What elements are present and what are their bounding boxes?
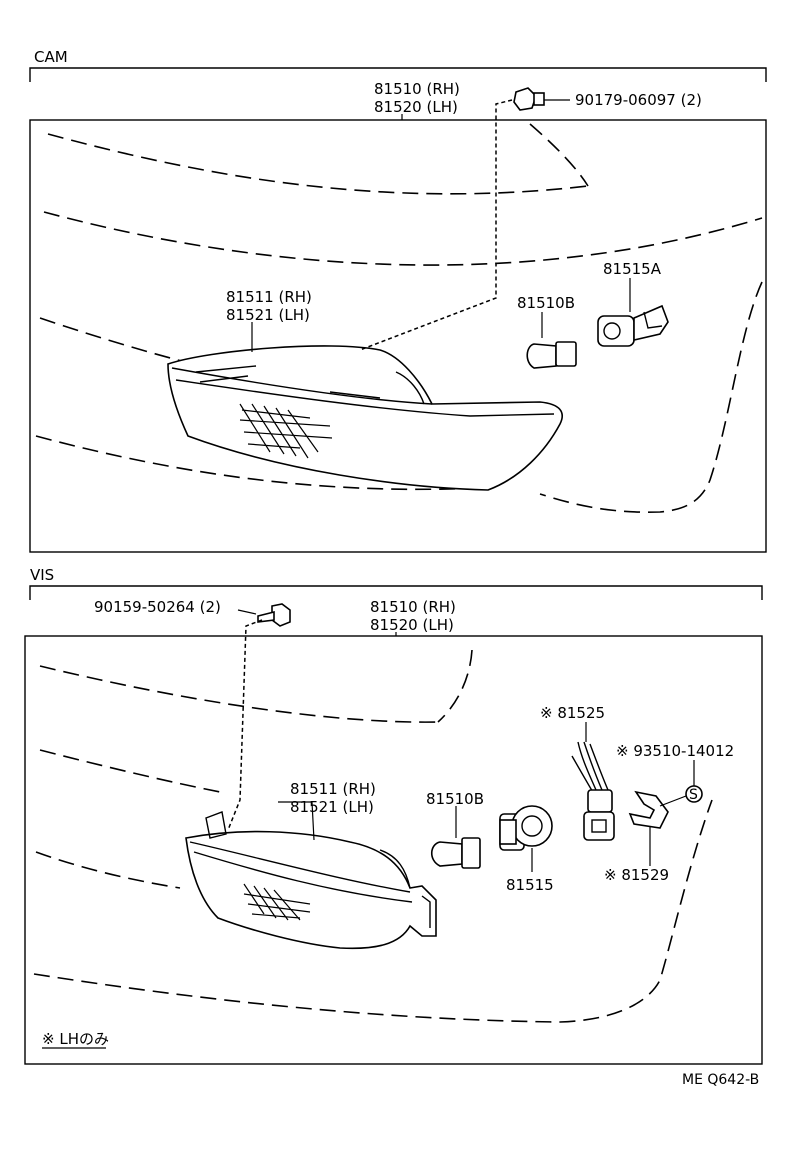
vis-lens-rh-label: 81511 (RH) [290, 780, 376, 798]
figure-code: ME Q642-B [682, 1072, 759, 1088]
vis-lens-lh-label: 81521 (LH) [290, 798, 374, 816]
cam-section-title: CAM [34, 48, 68, 66]
cam-socket-label: 81515A [603, 260, 662, 278]
vis-grommet-icon: S [685, 785, 703, 803]
vis-screw-icon [257, 603, 291, 627]
vis-clip-label: ※ 81529 [604, 866, 669, 884]
cam-bulb-label: 81510B [517, 294, 575, 312]
vis-lamp-assy-rh-label: 81510 (RH) [370, 598, 456, 616]
cam-inner-frame [29, 119, 767, 553]
vis-inner-frame [24, 635, 763, 1065]
vis-body-contours [33, 649, 713, 1023]
cam-screw-icon [513, 87, 545, 111]
vis-wire-label: ※ 81525 [540, 704, 605, 722]
vis-lamp-lens [185, 811, 437, 950]
cam-lamp-lens [167, 345, 564, 491]
vis-outer-bracket [29, 585, 763, 600]
cam-section: CAM [29, 48, 767, 553]
cam-socket [597, 304, 669, 347]
cam-screw-dotted-line [359, 99, 513, 351]
vis-socket [499, 805, 553, 851]
cam-bulb [526, 341, 577, 369]
vis-wire-harness [571, 741, 615, 841]
vis-socket-label: 81515 [506, 876, 554, 894]
vis-grommet-label: ※ 93510-14012 [616, 742, 734, 760]
cam-screw-label: 90179-06097 (2) [575, 91, 702, 109]
vis-clip [628, 790, 669, 829]
cam-lamp-assy-lh-label: 81520 (LH) [374, 98, 458, 116]
svg-text:S: S [689, 787, 698, 803]
vis-note: ※ LHのみ [42, 1030, 109, 1048]
cam-lens-rh-label: 81511 (RH) [226, 288, 312, 306]
vis-section-title: VIS [30, 566, 54, 584]
vis-section: VIS [24, 566, 763, 1065]
vis-screw-label: 90159-50264 (2) [94, 598, 221, 616]
cam-lens-lh-label: 81521 (LH) [226, 306, 310, 324]
cam-outer-bracket [29, 67, 767, 82]
vis-screw-leader [237, 609, 257, 615]
vis-lamp-assy-lh-label: 81520 (LH) [370, 616, 454, 634]
cam-lamp-assy-rh-label: 81510 (RH) [374, 80, 460, 98]
vis-bulb [430, 837, 481, 869]
vis-grommet-leader [659, 760, 695, 807]
vis-screw-dotted-line [227, 619, 263, 831]
vis-lens-leader [278, 801, 315, 841]
vis-bulb-label: 81510B [426, 790, 484, 808]
